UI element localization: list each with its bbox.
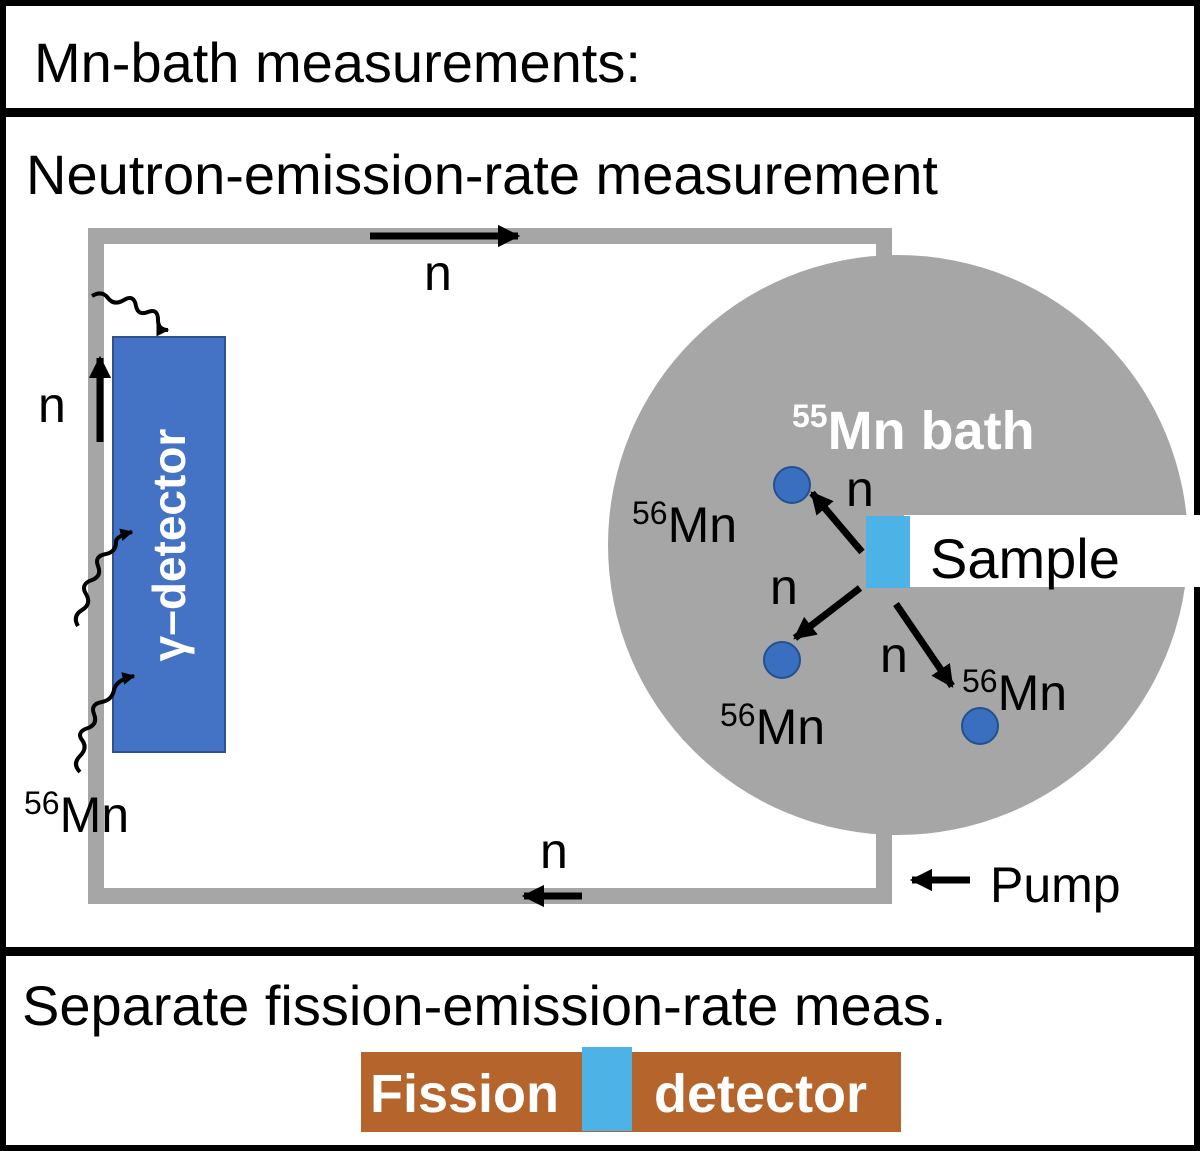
n-label-bottom: n [540,823,568,879]
neutron-arrow-lower-right [893,602,955,688]
mn56-atom-2 [763,641,801,679]
mn56-symbol: Mn [60,787,129,843]
fission-section-heading: Separate fission-emission-rate meas. [22,974,946,1037]
sample-slot [904,515,1200,587]
mn56-mass: 56 [632,495,668,531]
mn56-label-bath-3: 56Mn [962,663,1067,721]
gamma-ray-2 [73,528,134,628]
n-label-bath-3: n [880,627,908,683]
mn56-label-bath-1: 56Mn [632,495,737,553]
n-label-bath-2: n [770,559,798,615]
n-label-top: n [424,245,452,301]
bath-name: Mn bath [828,401,1035,461]
pump-label: Pump [990,857,1121,913]
mn56-atom-1 [773,466,811,504]
title-box [0,0,1200,114]
bath-mass: 55 [792,398,828,434]
mn56-mass: 56 [720,697,756,733]
sample-label: Sample [930,527,1120,590]
mn56-symbol: Mn [668,497,737,553]
mn56-label-left: 56Mn [24,785,129,843]
mn56-atom-3 [961,707,999,745]
mn56-symbol: Mn [998,665,1067,721]
mn56-label-bath-2: 56Mn [720,697,825,755]
sample-block [866,516,910,588]
neutron-arrow-lower-left [792,585,863,641]
gamma-ray-1 [90,291,170,337]
bath-label: 55Mn bath [792,398,1035,461]
n-label-bath-1: n [846,461,874,517]
mn56-symbol: Mn [756,699,825,755]
mn56-mass: 56 [24,785,60,821]
gamma-ray-3 [74,672,136,774]
n-label-left: n [38,377,66,433]
neutron-section-heading: Neutron-emission-rate measurement [26,143,938,206]
title: Mn-bath measurements: [34,31,641,94]
gamma-detector-label: γ–detector [143,429,195,662]
fission-sample [582,1047,632,1131]
fission-right-label: detector [654,1064,867,1124]
fission-left-label: Fission [370,1064,559,1124]
neutron-arrow-upper-left [809,490,865,555]
mn56-mass: 56 [962,663,998,699]
